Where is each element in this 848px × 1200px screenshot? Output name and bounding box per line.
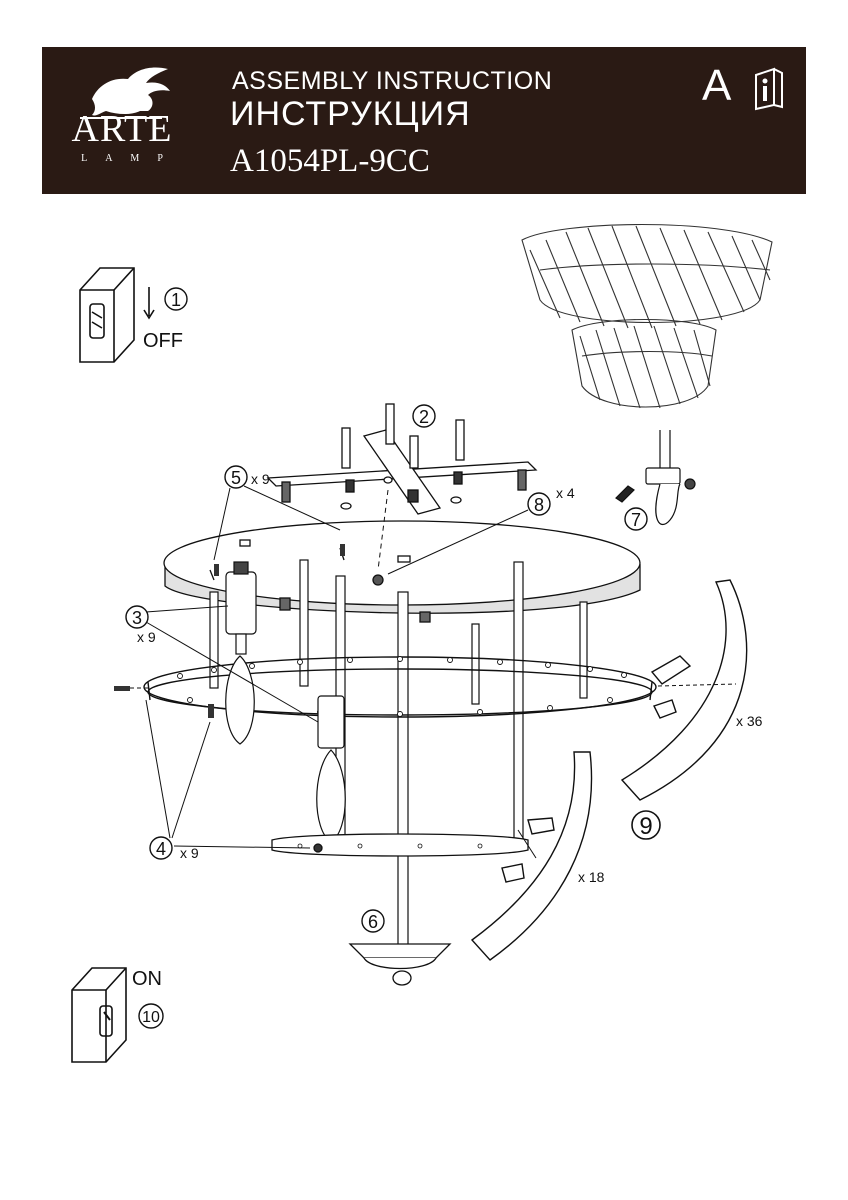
step-9-number: 9 — [639, 813, 652, 840]
small-ring-image — [271, 833, 529, 857]
wall-switch-on-icon — [71, 967, 127, 1063]
step-9-qty-b: x 18 — [578, 869, 605, 885]
title-ru: ИНСТРУКЦИЯ — [230, 95, 471, 133]
step-6-number: 6 — [368, 912, 378, 932]
step-10-number: 10 — [142, 1009, 160, 1026]
lamp-socket-image — [225, 561, 346, 843]
step-1-number: 1 — [171, 290, 181, 310]
step-9-qty-a: x 36 — [736, 713, 763, 729]
step-3-qty: x 9 — [137, 629, 156, 645]
off-label: OFF — [143, 330, 183, 352]
step-8-qty: x 4 — [556, 485, 575, 501]
chandelier-preview-image — [521, 224, 773, 409]
step-5-qty: x 9 — [251, 471, 270, 487]
screw-icon — [114, 544, 345, 718]
step-7-number: 7 — [631, 510, 641, 530]
info-book-icon — [755, 67, 783, 111]
step-2-number: 2 — [419, 407, 429, 427]
header-banner: ARTE LAMP ASSEMBLY INSTRUCTION ИНСТРУКЦИ… — [42, 47, 806, 194]
crystal-strip-large-image — [620, 579, 748, 801]
wire-connector-image — [615, 430, 696, 526]
griffin-logo-icon — [80, 67, 170, 119]
mounting-bracket-image — [266, 403, 538, 515]
title-en: ASSEMBLY INSTRUCTION — [232, 67, 553, 95]
bottom-finial-image — [348, 943, 452, 986]
step-4-number: 4 — [156, 839, 166, 859]
brand-sub: LAMP — [81, 153, 181, 164]
step-3-number: 3 — [132, 608, 142, 628]
step-5-number: 5 — [231, 468, 241, 488]
model-number: A1054PL-9CC — [230, 143, 430, 179]
step-4-qty: x 9 — [180, 845, 199, 861]
sheet-letter: A — [702, 61, 732, 110]
crystal-strip-small-image — [470, 751, 593, 961]
step-8-number: 8 — [534, 495, 544, 515]
wall-switch-off-icon — [79, 267, 155, 363]
on-label: ON — [132, 968, 162, 990]
brand-name: ARTE — [71, 108, 173, 150]
